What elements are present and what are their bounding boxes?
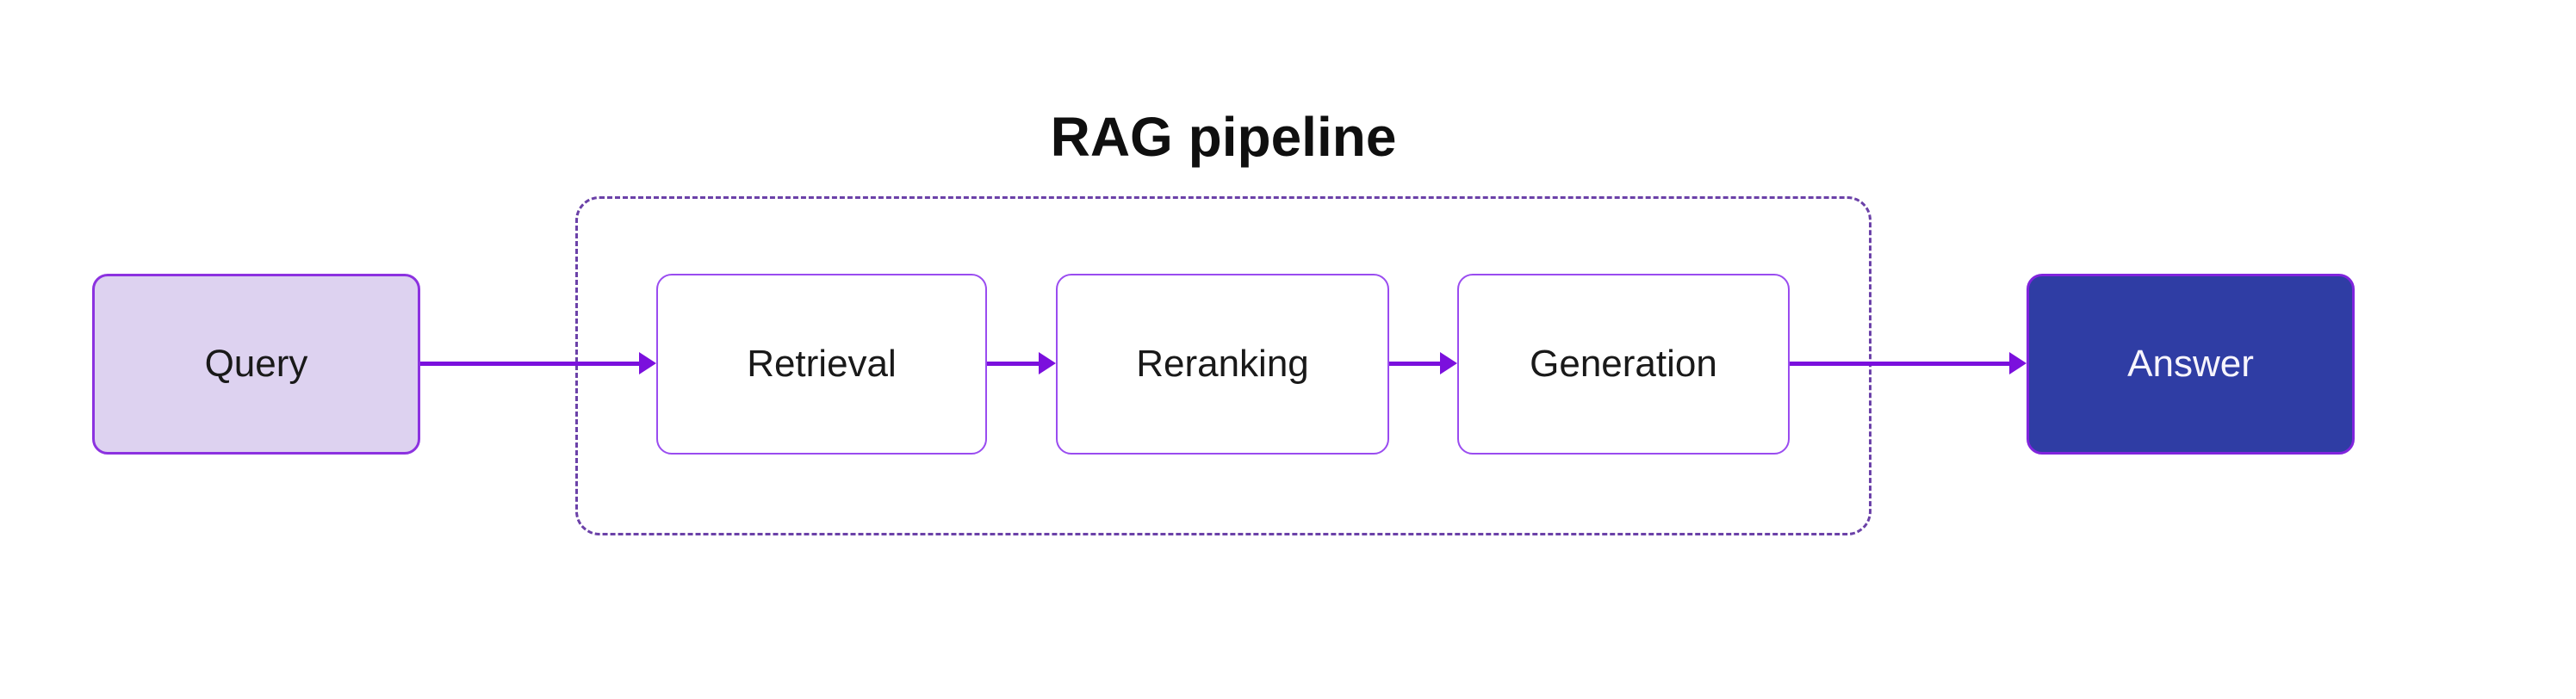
arrow-head-icon (2009, 352, 2027, 374)
pipeline-group-container (575, 196, 1871, 535)
pipeline-group-title: RAG pipeline (1050, 106, 1397, 168)
arrow-generation-to-answer (1790, 352, 2027, 374)
arrow-head-icon (1440, 352, 1457, 374)
arrow-line (420, 361, 642, 366)
node-retrieval-label: Retrieval (747, 343, 897, 385)
arrow-line (1790, 361, 2013, 366)
arrow-head-icon (639, 352, 656, 374)
node-generation-label: Generation (1530, 343, 1717, 385)
arrow-retrieval-to-reranking (987, 352, 1056, 374)
arrow-reranking-to-generation (1389, 352, 1457, 374)
arrow-head-icon (1039, 352, 1056, 374)
node-query-label: Query (204, 343, 308, 385)
arrow-line (1389, 361, 1443, 366)
arrow-line (987, 361, 1042, 366)
node-retrieval: Retrieval (656, 274, 987, 455)
node-generation: Generation (1457, 274, 1790, 455)
node-answer-label: Answer (2127, 343, 2254, 385)
arrow-query-to-retrieval (420, 352, 656, 374)
node-answer: Answer (2027, 274, 2355, 455)
node-reranking: Reranking (1056, 274, 1389, 455)
node-query: Query (92, 274, 420, 455)
node-reranking-label: Reranking (1136, 343, 1309, 385)
